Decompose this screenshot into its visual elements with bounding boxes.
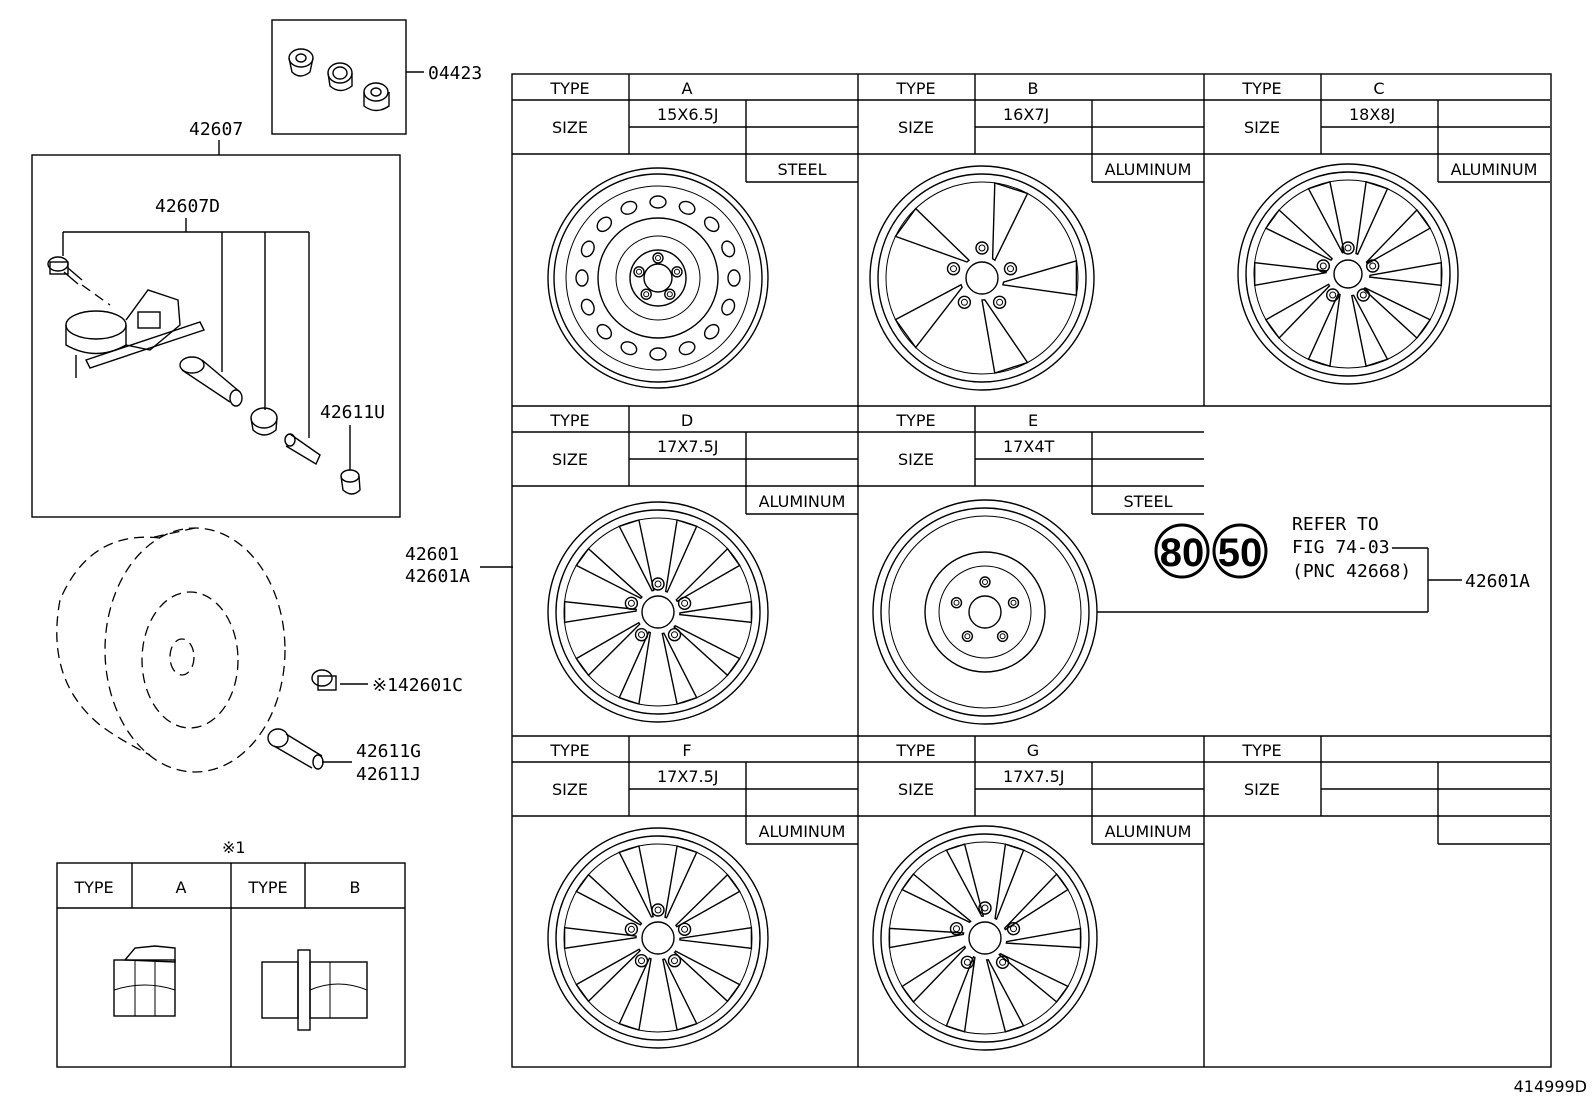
tpms-sensor-icon [65,289,205,378]
sensor-assembly-box: 42607 42607D [31,119,401,518]
cell-type-value: B [1028,79,1039,98]
wheel-cell-6: TYPE F SIZE 17X7.5J ALUMINUM [512,736,858,845]
cell-type-label: TYPE [1241,741,1281,760]
cell-size-label: SIZE [898,780,934,799]
cell-size-label: SIZE [898,118,934,137]
cell-size-value: 15X6.5J [657,105,718,124]
part-42601A-right-label: 42601A [1465,571,1530,592]
valve-stem-42611G-icon [267,728,352,770]
wheel-b-icon [869,165,1095,391]
cell-material: ALUMINUM [1451,160,1538,179]
part-42611J-label: 42611J [356,764,421,785]
cell-size-label: SIZE [552,780,588,799]
valve-core-icon [284,433,321,466]
wheel-cell-3: TYPE C SIZE 18X8J ALUMINUM [1204,74,1550,183]
wheel-f-icon [547,827,769,1049]
cell-size-label: SIZE [552,118,588,137]
refer-badges: 80 50 REFER TO FIG 74-03 (PNC 42668) 426… [1097,514,1530,613]
valve-nut-icon [363,82,390,112]
sensor-screw-icon [47,256,111,306]
cell-type-label: TYPE [895,411,935,430]
valve-stem-icon [179,356,243,407]
tire-icon [56,527,286,773]
cell-size-label: SIZE [552,450,588,469]
cell-type-label: TYPE [895,741,935,760]
part-42601C-label: ※142601C [372,675,463,696]
cell-type-value: C [1373,79,1384,98]
nut-table-note: ※1 [222,838,246,857]
cell-material: STEEL [1123,492,1172,511]
lug-nut-type-table: ※1 TYPE A TYPE B [56,838,406,1068]
figure-id: 414999D [1514,1077,1587,1096]
cell-material: ALUMINUM [1105,160,1192,179]
cell-size-value: 17X7.5J [657,437,718,456]
wheel-d-icon [547,501,769,723]
wheel-e-spare-icon [872,499,1098,725]
cell-material: ALUMINUM [759,492,846,511]
valve-grommet-icon [288,48,314,77]
cell-type-label: TYPE [549,411,589,430]
cell-type-value: A [682,79,693,98]
wheel-table [511,73,1552,1068]
part-42601A-left-label: 42601A [405,566,470,587]
wheel-cell-2: TYPE B SIZE 16X7J ALUMINUM [858,74,1204,183]
cell-size-value: 17X4T [1003,437,1055,456]
cell-type-value: G [1027,741,1039,760]
wheel-a-steel-icon [547,167,769,389]
refer-line-3: (PNC 42668) [1292,561,1411,582]
valve-cap-kit-box: 04423 [271,19,482,135]
lug-nut-type-b-icon [261,949,368,1031]
wheel-cell-7: TYPE G SIZE 17X7.5J ALUMINUM [858,736,1204,845]
cell-material: STEEL [777,160,826,179]
part-42601-label: 42601 [405,544,459,565]
nut-type-b: B [350,878,361,897]
lug-nut-type-a-icon [113,945,176,1017]
cell-size-value: 16X7J [1003,105,1049,124]
part-04423-label: 04423 [428,63,482,84]
cell-type-label: TYPE [1241,79,1281,98]
wheel-cell-8: TYPE SIZE [1204,736,1550,845]
cell-type-label: TYPE [549,79,589,98]
nut-type-label-b: TYPE [247,878,287,897]
nut-type-a: A [176,878,187,897]
cell-type-label: TYPE [549,741,589,760]
wheel-g-icon [872,825,1098,1051]
nut-type-label-a: TYPE [73,878,113,897]
part-42607-label: 42607 [189,119,243,140]
refer-line-1: REFER TO [1292,514,1379,535]
badge-50: 50 [1218,531,1263,575]
valve-cap-icon [340,425,361,495]
cell-size-value: 17X7.5J [657,767,718,786]
cell-size-value: 17X7.5J [1003,767,1064,786]
cell-size-label: SIZE [1244,118,1280,137]
cell-type-value: F [682,741,691,760]
cell-type-value: D [681,411,693,430]
cell-material: ALUMINUM [759,822,846,841]
part-42611G-label: 42611G [356,741,421,762]
part-42607D-label: 42607D [155,196,220,217]
cell-size-label: SIZE [1244,780,1280,799]
cell-material: ALUMINUM [1105,822,1192,841]
wheel-c-icon [1237,163,1459,385]
wheel-cell-4: TYPE D SIZE 17X7.5J ALUMINUM [512,406,858,515]
badge-80: 80 [1160,531,1205,575]
cell-size-value: 18X8J [1349,105,1395,124]
cell-type-value: E [1028,411,1038,430]
wheel-cell-1: TYPE A SIZE 15X6.5J STEEL [512,74,858,183]
cell-size-label: SIZE [898,450,934,469]
valve-nut-small-icon [250,407,278,436]
wheel-cell-5: TYPE E SIZE 17X4T STEEL [858,406,1204,515]
cell-type-label: TYPE [895,79,935,98]
refer-line-2: FIG 74-03 [1292,537,1390,558]
valve-washer-icon [327,62,353,92]
lug-nut-42601C-icon [311,669,368,691]
part-42611U-label: 42611U [320,402,385,423]
